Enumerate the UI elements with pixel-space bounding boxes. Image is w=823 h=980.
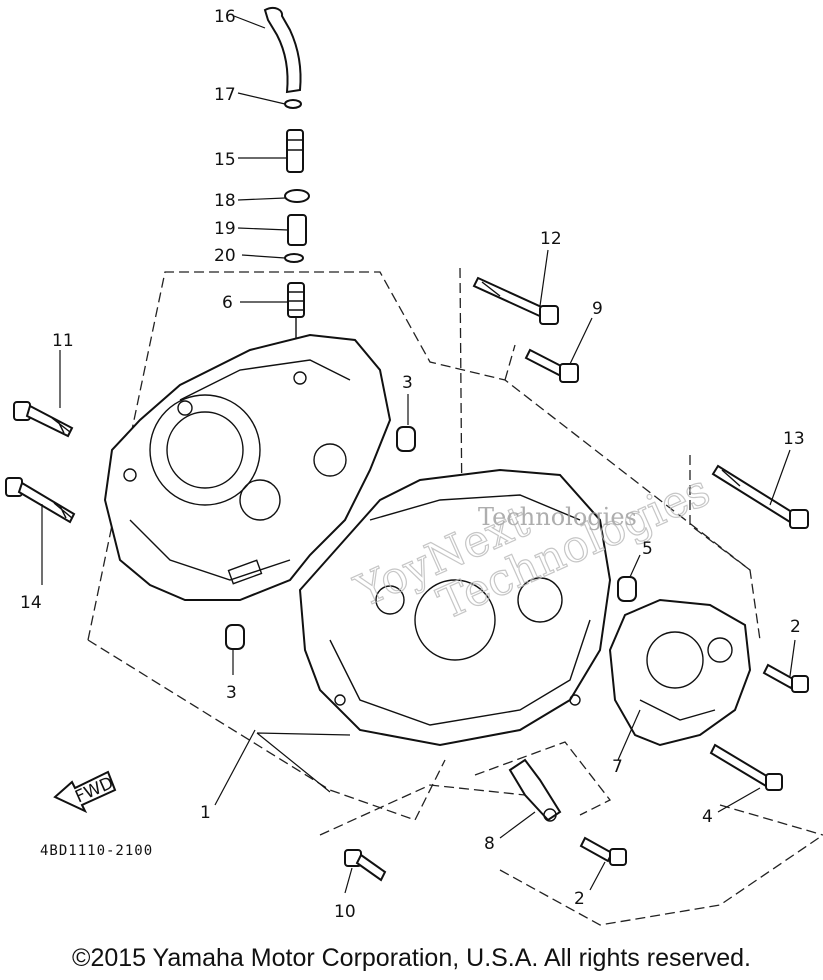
bolt-14 <box>5 477 76 524</box>
bolt-9 <box>524 348 579 383</box>
dowel-pin-3-lower <box>225 624 245 650</box>
bolt-12 <box>472 276 559 325</box>
part-code: 4BD1110-2100 <box>40 843 153 859</box>
right-crankcase <box>298 468 612 747</box>
breather-fitting <box>287 282 305 318</box>
callout-19: 19 <box>214 219 236 239</box>
callout-2-lower: 2 <box>574 889 585 909</box>
dowel-pins <box>225 426 637 650</box>
callout-16: 16 <box>214 7 236 27</box>
breather-pipe <box>286 129 304 173</box>
bracket <box>508 758 562 822</box>
forward-arrow: FWD <box>53 770 117 814</box>
callout-20: 20 <box>214 246 236 266</box>
bolt-13 <box>711 464 809 529</box>
breather-hose-assembly <box>263 6 310 368</box>
left-crankcase <box>103 333 392 601</box>
copyright-notice: ©2015 Yamaha Motor Corporation, U.S.A. A… <box>72 944 751 972</box>
dowel-pin-5 <box>617 576 637 602</box>
breather-sleeve <box>287 214 307 246</box>
callout-7: 7 <box>612 757 623 777</box>
callout-9: 9 <box>592 299 603 319</box>
callout-10: 10 <box>334 902 356 922</box>
crankcase-cover <box>608 598 752 747</box>
callout-8: 8 <box>484 834 495 854</box>
callout-15: 15 <box>214 150 236 170</box>
callout-13: 13 <box>783 429 805 449</box>
watermark-text: Technologies <box>478 503 637 531</box>
bolt-2-lower <box>579 836 627 866</box>
bolt-4 <box>709 743 783 791</box>
bolt-2-upper <box>762 663 809 693</box>
callout-2-upper: 2 <box>790 617 801 637</box>
dowel-pin-3-upper <box>396 426 416 452</box>
breather-hose <box>263 6 302 94</box>
callout-17: 17 <box>214 85 236 105</box>
callout-12: 12 <box>540 229 562 249</box>
bolts <box>5 276 809 882</box>
callout-4: 4 <box>702 807 713 827</box>
callout-14: 14 <box>20 593 42 613</box>
hose-clamp <box>284 189 310 203</box>
clip-17 <box>284 99 302 109</box>
callout-3-lower: 3 <box>226 683 237 703</box>
leader-lines <box>41 15 796 894</box>
callout-18: 18 <box>214 191 236 211</box>
bolt-11 <box>13 401 74 438</box>
callout-labels: 16 17 15 18 19 20 6 11 3 12 9 13 5 14 2 … <box>20 7 805 922</box>
o-ring-20 <box>284 253 304 263</box>
bolt-10 <box>344 849 387 882</box>
callout-11: 11 <box>52 331 74 351</box>
callout-1: 1 <box>200 803 211 823</box>
exploded-parts-diagram: FWD YoyNext Technologies Technologies 16… <box>5 6 823 926</box>
callout-5: 5 <box>642 539 653 559</box>
callout-3-upper: 3 <box>402 373 413 393</box>
callout-6: 6 <box>222 293 233 313</box>
